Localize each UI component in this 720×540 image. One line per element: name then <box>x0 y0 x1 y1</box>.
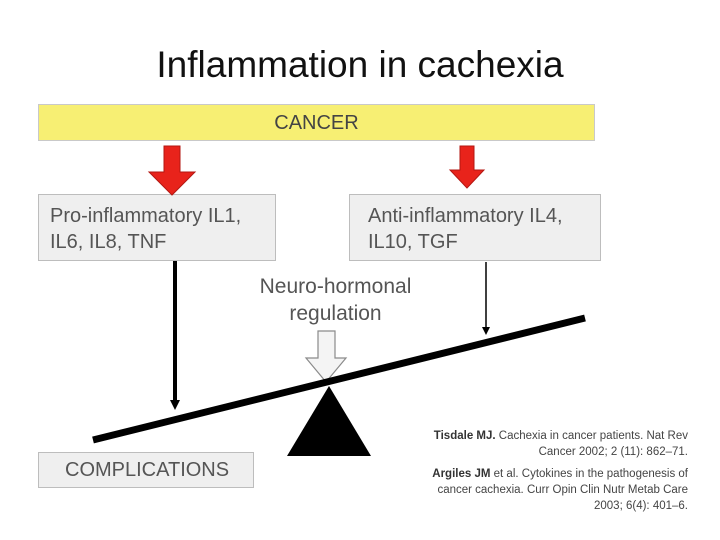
anti-inflammatory-box: Anti-inflammatory IL4, IL10, TGF <box>349 194 601 261</box>
complications-label: COMPLICATIONS <box>65 459 230 481</box>
seesaw-beam <box>92 314 586 444</box>
neuro-hormonal-line-2: regulation <box>289 302 382 325</box>
fulcrum-triangle-icon <box>287 386 371 456</box>
reference-1-line-2: Cancer 2002; 2 (11): 862–71. <box>538 446 688 459</box>
reference-1-author: Tisdale MJ. <box>433 430 496 442</box>
references: Tisdale MJ. Cachexia in cancer patients.… <box>396 428 688 519</box>
reference-1: Tisdale MJ. Cachexia in cancer patients.… <box>396 428 688 461</box>
complications-box: COMPLICATIONS <box>38 452 254 488</box>
cancer-label: CANCER <box>274 112 359 134</box>
cancer-box: CANCER <box>38 104 595 141</box>
red-arrow-right-icon <box>448 145 486 189</box>
anti-inflammatory-line-2: IL10, TGF <box>368 231 458 253</box>
reference-2-line-1: et al. Cytokines in the pathogenesis of <box>490 467 688 480</box>
reference-1-line-1: Cachexia in cancer patients. Nat Rev <box>495 430 688 442</box>
anti-inflammatory-line-1: Anti-inflammatory IL4, <box>368 205 563 227</box>
neuro-hormonal-arrow-icon <box>304 330 348 383</box>
neuro-hormonal-line-1: Neuro-hormonal <box>259 275 412 298</box>
reference-2-line-3: 2003; 6(4): 401–6. <box>594 500 688 513</box>
neuro-hormonal-label: Neuro-hormonal regulation <box>238 273 433 327</box>
pro-inflammatory-box: Pro-inflammatory IL1, IL6, IL8, TNF <box>38 194 276 261</box>
pro-inflammatory-line-1: Pro-inflammatory IL1, <box>50 205 242 227</box>
red-arrow-left-icon <box>147 145 197 196</box>
reference-2-author: Argiles JM <box>432 467 491 480</box>
reference-2-line-2: cancer cachexia. Curr Opin Clin Nutr Met… <box>437 483 688 496</box>
pro-inflammatory-line-2: IL6, IL8, TNF <box>50 231 167 253</box>
reference-2: Argiles JM et al. Cytokines in the patho… <box>396 466 688 515</box>
slide-title: Inflammation in cachexia <box>156 44 564 85</box>
